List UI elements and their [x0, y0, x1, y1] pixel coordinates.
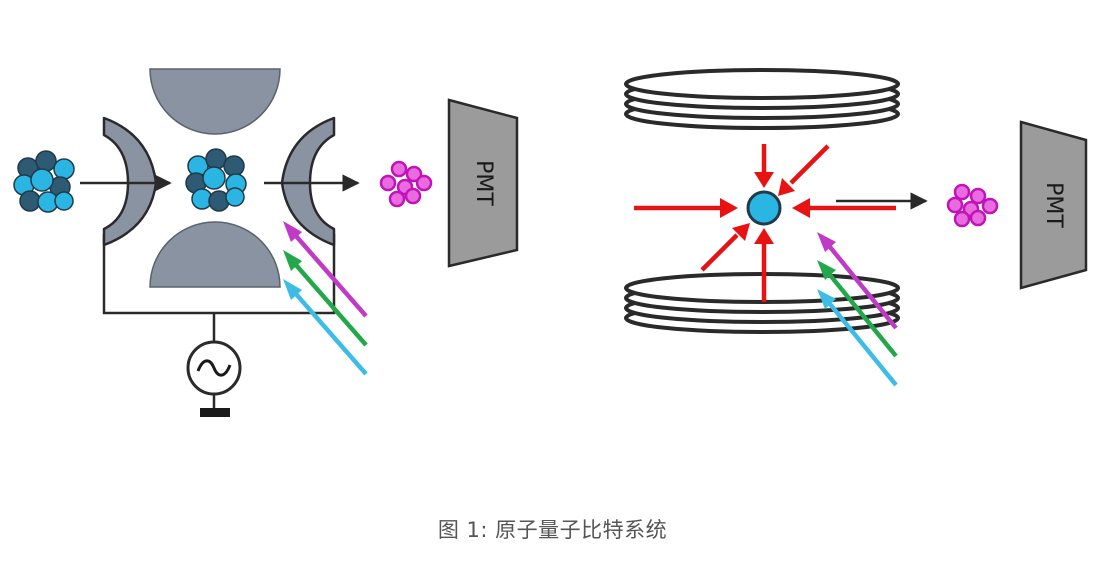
pmt-label-left: PMT — [471, 160, 496, 206]
cooling-lasers-right — [817, 232, 898, 387]
right-trap-electrode — [280, 116, 336, 247]
figure-caption: 图 1: 原子量子比特系统 — [437, 518, 668, 542]
laser-green-left — [294, 263, 368, 347]
top-trap-electrode — [149, 68, 281, 135]
laser-head-magenta-left — [283, 221, 302, 242]
trap-circuit-wires — [102, 234, 336, 410]
ion-trap-panel: PMT — [13, 68, 519, 417]
laser-cyan-right — [828, 302, 898, 387]
fluorescence-photons-right — [946, 183, 999, 228]
laser-green-right — [828, 273, 898, 358]
left-trap-electrode — [102, 116, 158, 247]
top-magnetic-coil — [624, 68, 900, 130]
mot-cooling-beams — [634, 144, 896, 302]
cooling-lasers-left — [283, 221, 368, 376]
pmt-label-right: PMT — [1041, 182, 1066, 228]
incoming-atom-cluster — [13, 150, 75, 213]
pmt-detector-left: PMT — [447, 98, 519, 268]
trapped-atom-cluster — [185, 148, 247, 212]
laser-cyan-left — [294, 292, 368, 376]
sine-wave-icon — [196, 359, 232, 377]
laser-head-green-left — [283, 250, 302, 271]
laser-head-green-right — [817, 260, 836, 280]
laser-head-magenta-right — [817, 232, 836, 252]
mot-beam-lower-left — [700, 233, 739, 272]
laser-head-cyan-left — [283, 279, 302, 300]
fluorescence-photons-left — [379, 160, 433, 208]
ac-voltage-source — [186, 340, 242, 396]
laser-magenta-right — [828, 245, 898, 330]
pmt-detector-right: PMT — [1019, 120, 1088, 290]
neutral-atom-trap-panel: PMT — [624, 68, 1088, 387]
mot-beam-upper-right — [789, 144, 830, 185]
trapped-atom — [746, 190, 782, 226]
laser-magenta-left — [294, 234, 368, 318]
ground-symbol — [200, 408, 230, 417]
laser-head-cyan-right — [817, 289, 836, 309]
bottom-trap-electrode — [149, 221, 281, 288]
